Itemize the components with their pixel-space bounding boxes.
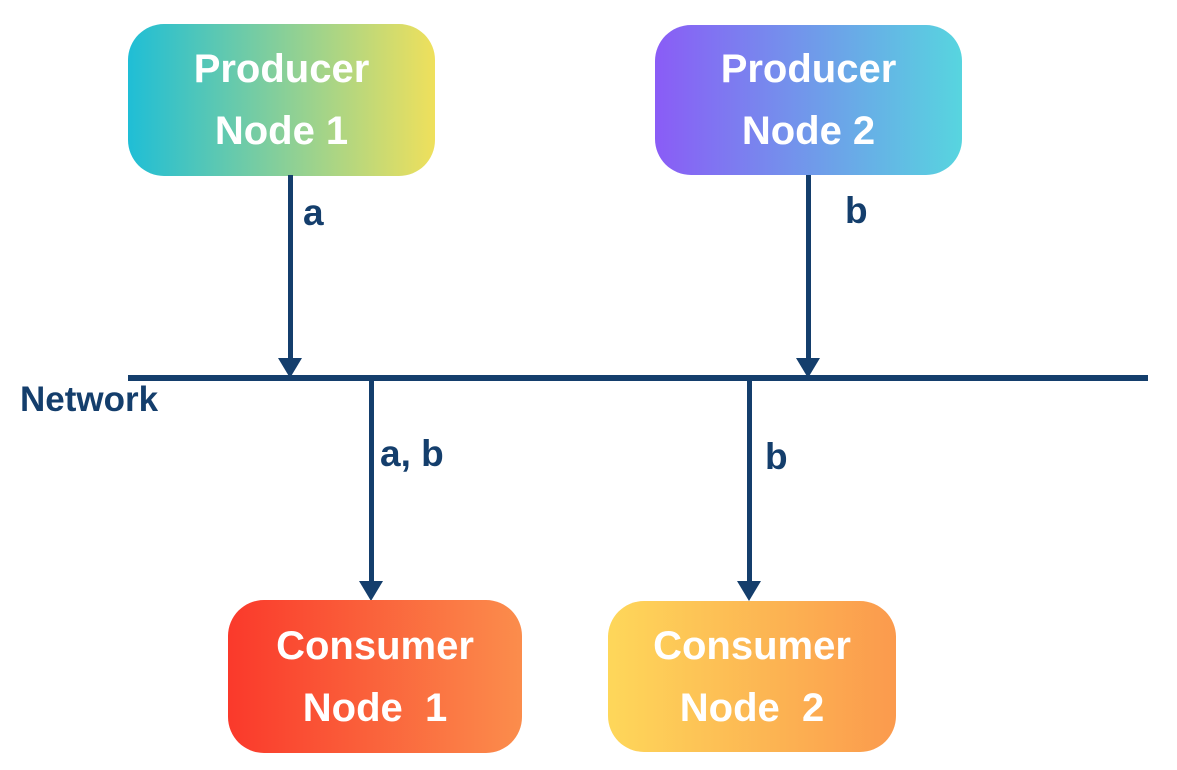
producer-node-1-label-line2: Node 1: [214, 109, 349, 153]
arrow-down-icon: [359, 581, 383, 601]
producer-node-1: Producer Node 1: [128, 24, 435, 176]
producer-node-2-label-line1: Producer: [720, 47, 897, 91]
producer-node-2-label-line2: Node 2: [741, 109, 876, 153]
edge-network-to-consumer1: [369, 381, 374, 581]
edge-label-consumer2: b: [765, 436, 788, 477]
edge-producer2-to-network: [806, 175, 811, 358]
consumer-node-1-label-line1: Consumer: [276, 623, 474, 668]
consumer-node-2-label-line1: Consumer: [653, 623, 851, 668]
network-bus-line: [128, 375, 1148, 381]
consumer-node-1: Consumer Node 1: [228, 600, 522, 753]
producer-node-2: Producer Node 2: [655, 25, 962, 175]
edge-network-to-consumer2: [747, 381, 752, 581]
arrow-down-icon: [278, 358, 302, 378]
network-label: Network: [20, 380, 159, 419]
arrow-down-icon: [796, 358, 820, 378]
consumer-node-2-label-line2: Node 2: [679, 685, 825, 730]
producer-node-1-label-line1: Producer: [193, 47, 370, 91]
consumer-node-2: Consumer Node 2: [608, 601, 896, 752]
consumer-node-1-label-line2: Node 1: [302, 685, 448, 730]
arrow-down-icon: [737, 581, 761, 601]
edge-label-producer2: b: [845, 190, 868, 231]
edge-label-consumer1: a, b: [380, 433, 444, 474]
edge-label-producer1: a: [303, 192, 324, 233]
edge-producer1-to-network: [288, 175, 293, 358]
